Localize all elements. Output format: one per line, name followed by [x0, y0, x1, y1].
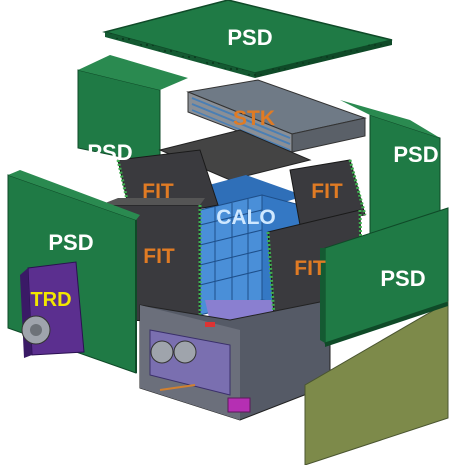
stk-tracker — [186, 79, 367, 153]
label-fit-front-right: FIT — [294, 257, 326, 280]
label-stk: STK — [233, 107, 275, 130]
label-psd-top: PSD — [227, 25, 272, 50]
psd-right-front-wall — [304, 207, 449, 465]
label-calo: CALO — [216, 206, 276, 229]
psd-top-plate — [102, 0, 393, 78]
label-psd-right-front: PSD — [380, 266, 425, 291]
psd-left-back-wall — [77, 55, 188, 166]
fit-back-right-panel — [289, 159, 367, 226]
base-structure — [139, 299, 331, 421]
label-psd-right-back: PSD — [393, 142, 438, 167]
label-psd-left-back: PSD — [87, 140, 132, 165]
label-fit-back-left: FIT — [142, 180, 174, 203]
label-fit-front-left: FIT — [143, 245, 175, 268]
label-fit-back-right: FIT — [311, 180, 343, 203]
label-psd-left-front: PSD — [48, 230, 93, 255]
trd-module — [20, 261, 85, 358]
label-trd: TRD — [30, 289, 71, 311]
